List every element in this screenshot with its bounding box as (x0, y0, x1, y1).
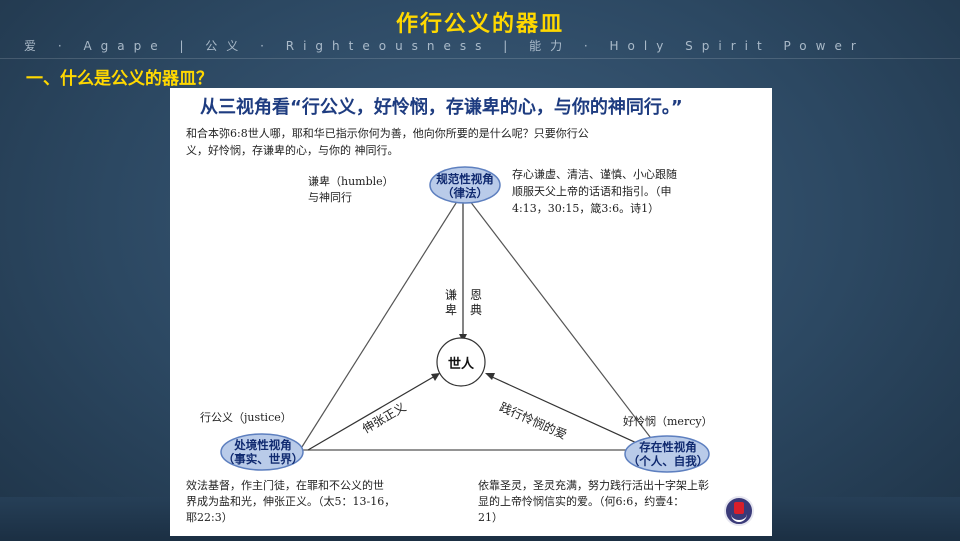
left-side-label: 行公义（justice） (200, 411, 292, 424)
right-side-label: 好怜悯（mercy） (623, 415, 713, 428)
arrow-top-left-label: 谦卑 (444, 288, 457, 317)
center-label: 世人 (447, 357, 474, 372)
right-note-3: 21） (478, 511, 503, 524)
ellipse-left (220, 433, 304, 471)
triangle-edge-right (462, 191, 661, 451)
triangle-diagram (220, 166, 710, 473)
intro-line-1: 和合本弥6:8世人哪，耶和华已指示你何为善，他向你所要的是什么呢？只要你行公 (186, 127, 589, 140)
right-note-2: 显的上帝怜悯信实的爱。（何6:6，约壹4： (478, 495, 685, 508)
top-note-1: 存心谦虚、清洁、谨慎、小心跟随 (512, 168, 677, 181)
center-circle (436, 337, 486, 387)
arrow-top-right-label: 恩典 (469, 288, 482, 317)
ellipse-right-label-1: 存在性视角 (639, 440, 697, 454)
ellipse-top-label-1: 规范性视角 (436, 172, 494, 186)
church-logo-icon (724, 496, 754, 526)
header-divider (0, 58, 960, 59)
left-note-1: 效法基督，作主门徒，在罪和不公义的世 (186, 479, 384, 492)
tagline: 爱 · Agape | 公义 · Righteousness | 能力 · Ho… (24, 39, 865, 53)
right-note-1: 依靠圣灵，圣灵充满，努力践行活出十字架上彰 (478, 479, 709, 492)
triangle-edge-left (299, 191, 464, 451)
top-note-2: 顺服天父上帝的话语和指引。（申 (512, 185, 672, 198)
arrow-left-line (307, 375, 436, 451)
top-side-label-2: 与神同行 (308, 191, 352, 204)
slide-title: 作行公义的器皿 (395, 11, 564, 37)
left-note-2: 界成为盐和光，伸张正义。（太5：13-16， (186, 495, 396, 508)
ellipse-right (624, 435, 710, 473)
arrow-right-head (485, 373, 495, 380)
ellipse-right-label-2: （个人、自我） (627, 454, 709, 468)
top-side-label-1: 谦卑（humble） (308, 175, 394, 188)
left-note-3: 耶22:3） (186, 511, 233, 524)
arrow-right-line (489, 375, 653, 451)
top-note-3: 4:13，30:15，箴3:6。诗1） (512, 202, 660, 215)
ellipse-left-label-1: 处境性视角 (234, 438, 292, 452)
intro-line-2: 义，好怜悯，存谦卑的心，与你的 神同行。 (186, 144, 399, 157)
arrow-left-head (431, 373, 440, 381)
diagram-headline: 从三视角看“行公义，好怜悯，存谦卑的心，与你的神同行。” (200, 97, 683, 118)
ellipse-top (429, 166, 501, 204)
diagram-panel: 从三视角看“行公义，好怜悯，存谦卑的心，与你的神同行。” 和合本弥6:8世人哪，… (170, 88, 772, 536)
section-heading: 一、什么是公义的器皿？ (26, 69, 213, 89)
ellipse-top-label-2: （律法） (442, 186, 488, 200)
ellipse-left-label-2: （事实、世界） (222, 452, 304, 466)
